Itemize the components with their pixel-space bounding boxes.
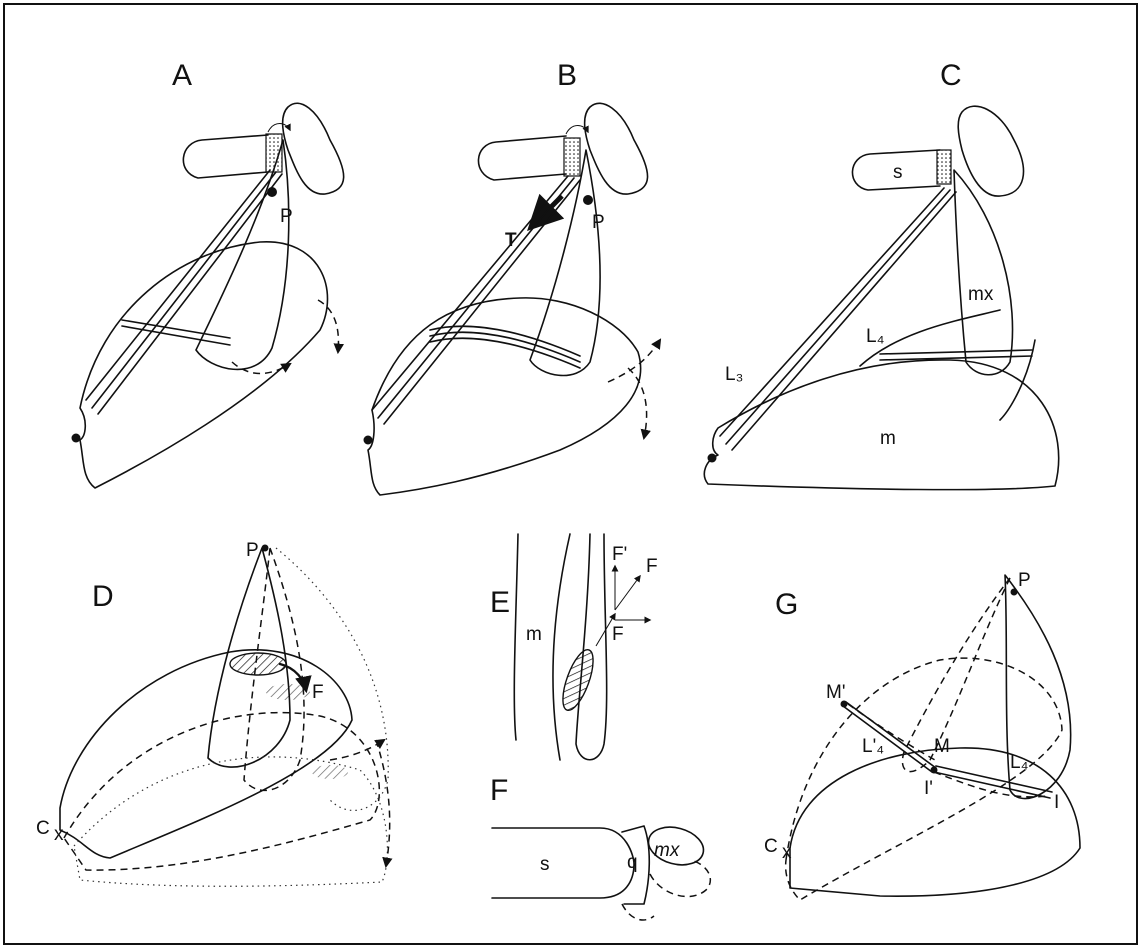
panel-c-label-s: s: [893, 162, 903, 183]
panel-g-maxilla-dashed: [902, 578, 1010, 772]
panel-a-mandible: [80, 242, 328, 488]
panel-d-contact-hatched-3: [312, 765, 348, 779]
panel-d-label-p: P: [246, 540, 259, 561]
panel-a-ligament-l4: [122, 320, 230, 345]
panel-b-title: B: [557, 59, 577, 92]
panel-g-label-p: P: [1018, 570, 1031, 591]
panel-b-joint-stipple: [564, 138, 580, 176]
panel-g-title: G: [775, 588, 798, 621]
panel-e-mandible-edge-2: [553, 534, 570, 760]
panel-a-title: A: [172, 59, 192, 92]
panel-g-label-x: x: [782, 842, 792, 863]
panel-c-hinge: [708, 454, 717, 463]
panel-c-joint-stipple: [937, 150, 951, 184]
panel-g-label-l4: L₄: [1010, 752, 1029, 773]
panel-e-title: E: [490, 586, 510, 619]
panel-c-ligament-l3: [720, 188, 956, 450]
panel-c-snout: [958, 106, 1023, 196]
panel-c-maxilla: [954, 170, 1013, 375]
panel-d-title: D: [92, 580, 114, 613]
panel-a-bone-s: [183, 135, 268, 178]
panel-g-label-i: I: [1054, 792, 1059, 813]
panel-d-mandible-dashed: [64, 713, 379, 871]
panel-e-arrow-f-top: [615, 576, 640, 610]
panel-c-label-mx: mx: [968, 284, 994, 305]
panel-a-hinge: [72, 434, 81, 443]
panel-g: G P M' L'₄ M L₄ I' I C x: [764, 570, 1080, 900]
panel-e-maxilla: [576, 534, 607, 760]
panel-c-label-m: m: [880, 428, 896, 449]
panel-e-contact-hatched: [557, 646, 600, 714]
panel-f-title: F: [490, 774, 508, 807]
panel-g-label-i-prime: I': [924, 778, 933, 799]
panel-d-label-f: F: [312, 682, 324, 703]
panel-c-label-l4: L₄: [866, 326, 885, 347]
panel-g-ligament-l4: [934, 766, 1052, 798]
panel-c-ligament-l4: [880, 350, 1032, 360]
panel-c-label-l3: L₃: [725, 364, 743, 385]
panel-e-label-f-prime: F': [612, 544, 627, 565]
panel-f-label-q: q: [627, 852, 638, 873]
panel-d-label-x: x: [54, 824, 64, 845]
panel-c-mandible: [704, 360, 1058, 490]
panel-g-point-p: [1011, 589, 1018, 596]
panel-b-bone-s: [478, 136, 566, 180]
panel-d-point-p: [262, 545, 269, 552]
panel-a-rotation-arrow: [268, 124, 290, 133]
panel-d-label-c: C: [36, 818, 50, 839]
panel-f-label-mx: mx: [654, 840, 681, 861]
panel-b-point-p: [583, 195, 593, 205]
panel-b-snout: [585, 103, 648, 194]
panel-g-label-l4-prime: L'₄: [862, 736, 884, 757]
panel-b-hinge: [364, 436, 373, 445]
panel-b-maxilla: [530, 150, 600, 375]
panel-d: D P F C x: [36, 540, 390, 886]
panel-a-ligament-l3: [86, 170, 282, 414]
panel-a-label-p: P: [280, 206, 293, 227]
panel-b-ligament-l4: [430, 326, 580, 368]
panel-a: A P: [72, 59, 344, 488]
panel-e-label-f-top: F: [646, 556, 658, 577]
panel-b-mandible: [368, 298, 641, 495]
panel-f-label-s: s: [540, 854, 550, 875]
panel-e-mandible-edge-1: [514, 534, 518, 740]
panel-f: F s q mx: [490, 774, 710, 920]
panel-d-contact-hatched-1: [230, 653, 286, 675]
panel-c-title: C: [940, 59, 962, 92]
panel-e: E m F' F F: [490, 534, 658, 760]
panel-e-label-f-bottom: F: [612, 624, 624, 645]
panel-d-arrow-forward: [330, 740, 384, 760]
panel-e-label-m: m: [526, 624, 542, 645]
panel-b-arrow-down: [628, 368, 647, 438]
panel-g-ligament-l4-prime: [843, 702, 936, 772]
panel-b-label-p: P: [592, 212, 605, 233]
panel-c: C s mx L₃ L₄ m: [704, 59, 1058, 490]
panel-a-snout: [283, 103, 344, 194]
panel-g-label-m: M: [934, 736, 950, 757]
panel-d-contact-hatched-2: [266, 684, 310, 700]
panel-d-mandible-solid: [60, 650, 352, 858]
panel-g-label-m-prime: M': [826, 682, 845, 703]
panel-g-label-c: C: [764, 836, 778, 857]
panel-f-bone-s: [492, 828, 634, 898]
panel-b: B T P: [364, 59, 661, 495]
panel-a-arrow-forward: [232, 362, 290, 374]
